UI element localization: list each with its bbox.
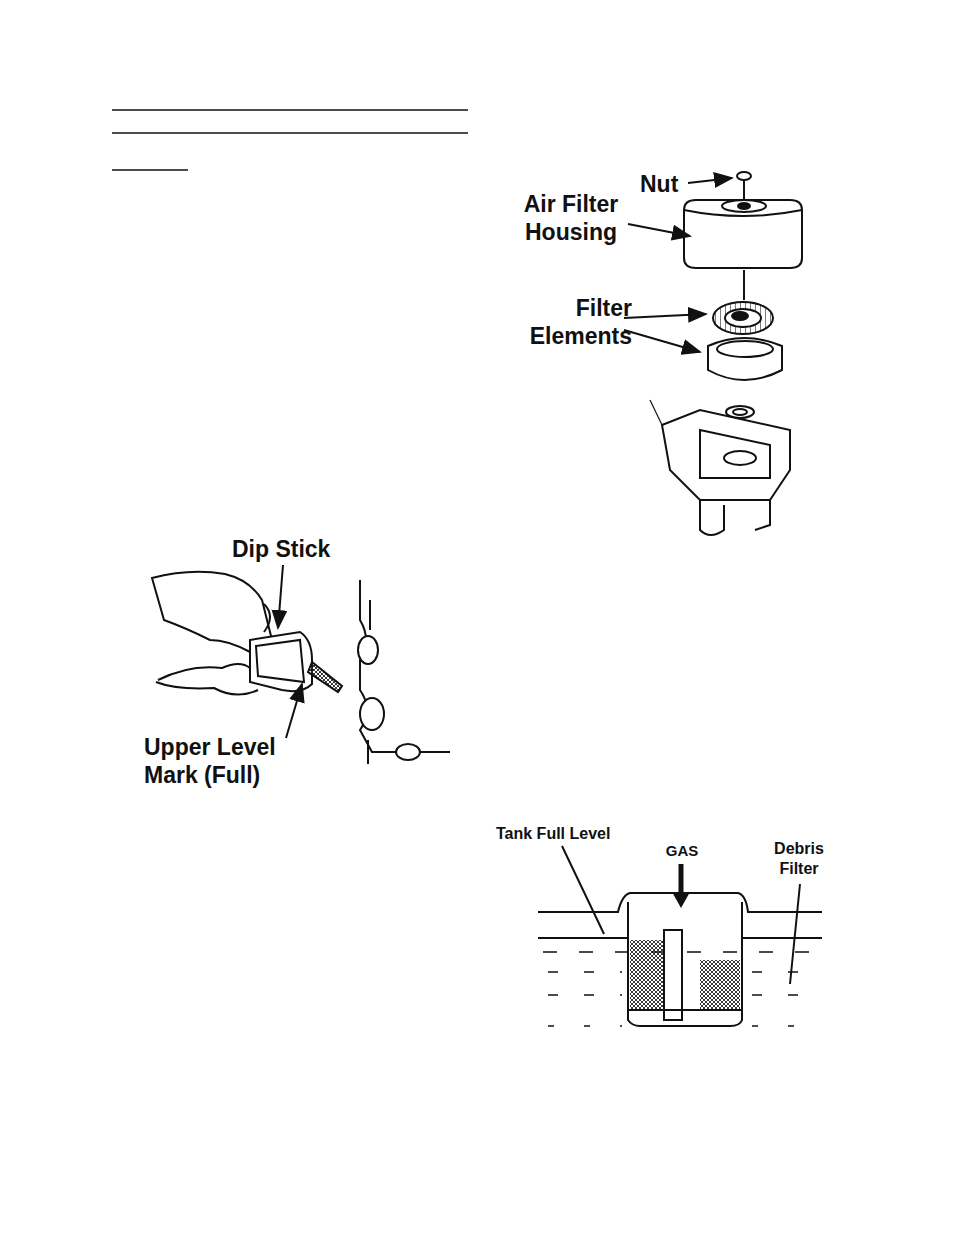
air-filter-leaders (624, 178, 732, 352)
fuel-tank-section (538, 893, 822, 1026)
tank-leaders (562, 846, 800, 984)
part-label: Tank Full Level (496, 824, 646, 844)
header-rules (112, 110, 468, 170)
part-label: Filter Elements (500, 294, 632, 350)
flow-label: GAS (662, 842, 702, 860)
part-label: Nut (640, 170, 700, 198)
dipstick-leaders (278, 565, 302, 738)
part-label: Dip Stick (232, 535, 362, 563)
part-label: Upper Level Mark (Full) (144, 733, 322, 789)
air-filter-assembly (650, 172, 802, 535)
part-label: Air Filter Housing (505, 190, 637, 246)
part-label: Debris Filter (766, 839, 832, 878)
